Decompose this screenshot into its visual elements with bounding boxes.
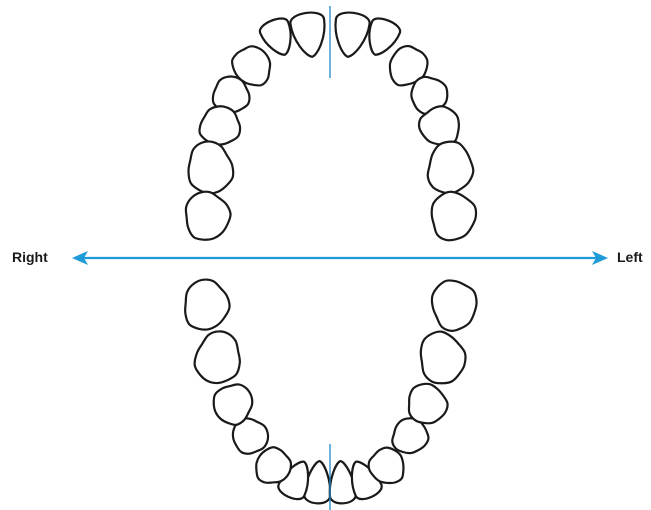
lower-tooth-right-7 [183, 278, 232, 332]
upper-tooth-left-7 [430, 190, 478, 242]
lower-tooth-left-7 [430, 278, 479, 333]
lower-tooth-right-6 [191, 327, 245, 387]
left-label: Left [617, 249, 643, 265]
upper-tooth-right-1 [289, 11, 329, 60]
right-label: Right [12, 249, 48, 265]
lower-tooth-left-6 [416, 327, 471, 387]
upper-tooth-left-6 [425, 139, 476, 197]
upper-tooth-right-7 [185, 190, 233, 241]
upper-arch [184, 11, 477, 243]
lower-arch [183, 278, 480, 505]
upper-tooth-right-6 [184, 138, 235, 196]
upper-tooth-left-1 [331, 11, 371, 60]
